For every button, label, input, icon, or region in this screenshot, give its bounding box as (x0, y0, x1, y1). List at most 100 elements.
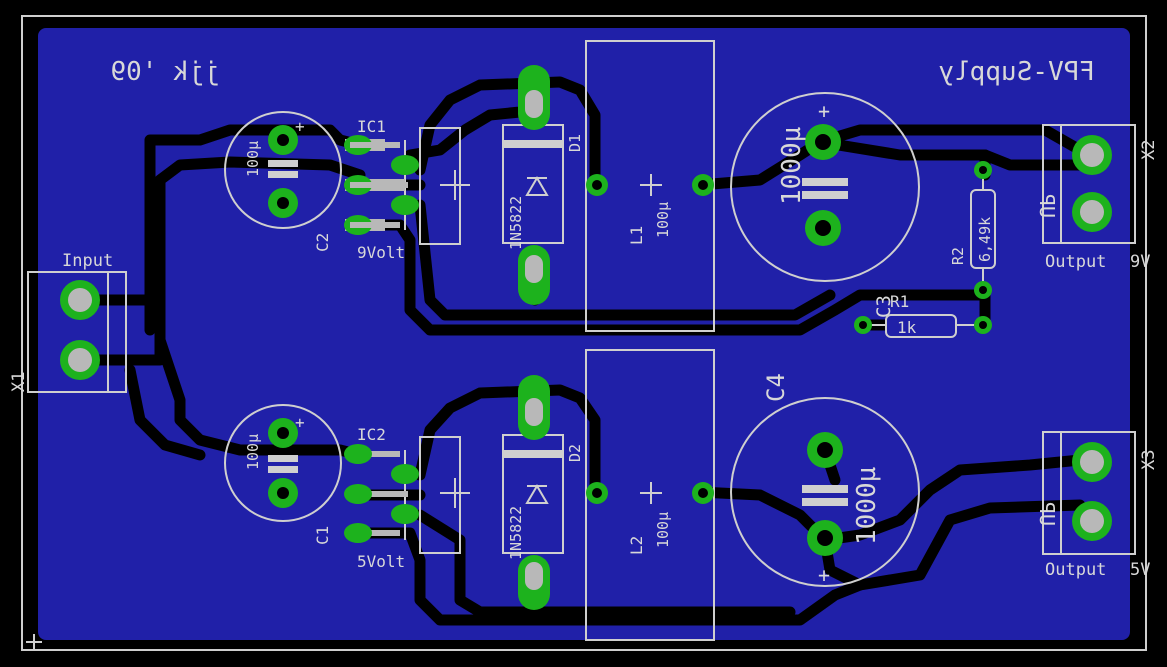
c1-label: C1 (313, 526, 332, 545)
d2-symbol (525, 484, 549, 504)
ic2-lead-2 (350, 491, 408, 497)
ic2-label: IC2 (357, 425, 386, 444)
l1-drill-2 (698, 180, 708, 190)
ic1-pad-4[interactable] (391, 155, 419, 175)
c2-outline (224, 111, 342, 229)
c4-plate-b (802, 498, 848, 506)
ic2-pad-1[interactable] (344, 444, 372, 464)
c1-drill-minus (277, 487, 289, 499)
regulator-ic2 (344, 436, 470, 554)
up-top-label: UP (1035, 194, 1059, 218)
ic2-voltage: 5Volt (357, 552, 405, 571)
r2-body (970, 189, 996, 269)
ic2-pad-4[interactable] (391, 464, 419, 484)
board-outline (21, 15, 1147, 651)
r1-drill-1 (859, 321, 867, 329)
c3-drill-plus (815, 134, 831, 150)
c4-drill-minus (817, 442, 833, 458)
ic2-pad-3[interactable] (344, 523, 372, 543)
x1-side (107, 271, 127, 393)
r2-drill-2 (979, 286, 987, 294)
x2-label: X2 (1139, 140, 1159, 160)
c3-plate-b (802, 191, 848, 199)
c2-plus-mark: + (295, 117, 305, 136)
d1-symbol (525, 176, 549, 196)
diode-d2 (502, 375, 564, 610)
r1-body (885, 314, 957, 338)
c1-outline (224, 404, 342, 522)
c4-drill-plus (817, 530, 833, 546)
capacitor-c2 (224, 111, 342, 229)
ic2-pad-2[interactable] (344, 484, 372, 504)
r1-value: 1k (897, 318, 917, 337)
l2-value: 100µ (654, 512, 672, 548)
resistor-r1 (854, 314, 992, 338)
c1-plus-mark: + (295, 413, 305, 432)
d1-hole-k (525, 90, 543, 118)
l2-drill-1 (592, 488, 602, 498)
author-label: jjk '09 (110, 57, 220, 87)
d2-hole-a (525, 562, 543, 590)
ic2-pad-5[interactable] (391, 504, 419, 524)
l1-value: 100µ (654, 202, 672, 238)
d1-hole-a (525, 255, 543, 283)
r2-label: R2 (949, 247, 967, 265)
connector-x2 (1042, 124, 1136, 244)
origin-marker (26, 634, 42, 650)
ic1-label: IC1 (357, 117, 386, 136)
c2-drill-minus (277, 197, 289, 209)
c3-plus-mark: + (818, 99, 830, 123)
d2-cathode-band (503, 450, 563, 458)
c4-plus-mark: + (818, 563, 830, 587)
l2-drill-2 (698, 488, 708, 498)
ic1-pad-5[interactable] (391, 195, 419, 215)
diode-d1 (502, 65, 564, 305)
c2-plate-b (268, 171, 298, 178)
c2-label: C2 (313, 233, 332, 252)
c4-outline (730, 397, 920, 587)
d1-part: 1N5822 (507, 196, 525, 250)
capacitor-c1 (224, 404, 342, 522)
x3-label: X3 (1139, 450, 1159, 470)
c1-plate-a (268, 455, 298, 462)
x1-hole-2 (68, 348, 92, 372)
c3-drill-minus (815, 220, 831, 236)
capacitor-c3 (730, 92, 920, 282)
c4-value: 1000µ (852, 467, 882, 545)
x1-label: X1 (9, 372, 29, 392)
connector-x3 (1042, 431, 1136, 555)
ic2-body (419, 436, 461, 554)
x2-hole-2 (1080, 200, 1104, 224)
r2-value: 6,49k (976, 217, 994, 262)
ic1-lead-3-inner (350, 222, 400, 228)
l2-outline (585, 349, 715, 641)
d2-label: D2 (566, 444, 584, 462)
c3-plate-a (802, 178, 848, 186)
x3-side (1042, 431, 1062, 555)
c4-label: C4 (762, 373, 790, 402)
x2-side (1042, 124, 1062, 244)
regulator-ic1 (344, 127, 470, 245)
l2-label: L2 (627, 536, 646, 555)
capacitor-c4 (730, 397, 920, 587)
c3-outline (730, 92, 920, 282)
c4-plate-a (802, 485, 848, 493)
c3-label: C3 (873, 295, 895, 318)
c1-plate-b (268, 466, 298, 473)
output-bottom-voltage: 5V (1130, 560, 1150, 580)
c2-drill-plus (277, 134, 289, 146)
up-bottom-label: UP (1035, 502, 1059, 526)
x2-hole-1 (1080, 143, 1104, 167)
c3-value: 1000µ (777, 127, 807, 205)
board-title: FPV-Supply (938, 57, 1095, 87)
output-bottom-label: Output (1045, 560, 1106, 580)
l1-drill-1 (592, 180, 602, 190)
d2-part: 1N5822 (507, 506, 525, 560)
ic2-lead-3 (350, 530, 400, 536)
d1-label: D1 (566, 134, 584, 152)
resistor-r2 (970, 161, 996, 299)
x3-hole-2 (1080, 509, 1104, 533)
l1-outline (585, 40, 715, 332)
inductor-l2 (585, 349, 715, 641)
l1-label: L1 (627, 226, 646, 245)
